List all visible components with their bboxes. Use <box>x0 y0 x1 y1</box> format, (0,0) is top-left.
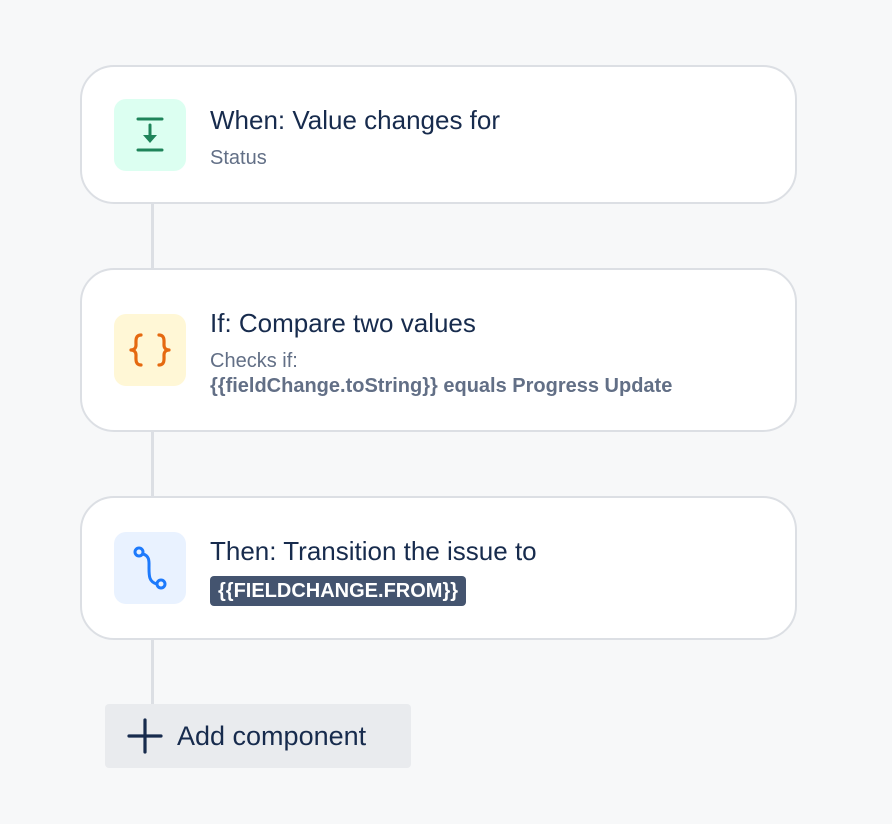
smart-value-chip: {{FIELDCHANGE.FROM}} <box>210 576 467 606</box>
transition-path-icon <box>133 546 167 590</box>
condition-detail: {{fieldChange.toString}} equals Progress… <box>210 375 673 397</box>
condition-subtitle: Checks if: <box>210 350 298 372</box>
plus-icon <box>127 718 163 754</box>
add-component-label: Add component <box>177 720 367 751</box>
curly-braces-icon <box>129 333 171 367</box>
connector-line <box>151 203 154 269</box>
trigger-card[interactable]: When: Value changes for Status <box>80 65 797 204</box>
trigger-subtitle: Status <box>210 147 267 169</box>
condition-icon-tile <box>114 314 186 386</box>
action-card[interactable]: Then: Transition the issue to {{FIELDCHA… <box>80 496 797 640</box>
connector-line <box>151 431 154 497</box>
trigger-title: When: Value changes for <box>210 105 501 135</box>
condition-title: If: Compare two values <box>210 308 476 338</box>
add-component-button[interactable]: Add component <box>105 704 411 768</box>
connector-line <box>151 639 154 704</box>
action-title: Then: Transition the issue to <box>210 536 537 566</box>
action-icon-tile <box>114 532 186 604</box>
condition-card[interactable]: If: Compare two values Checks if: {{fiel… <box>80 268 797 432</box>
trigger-icon-tile <box>114 99 186 171</box>
download-arrow-icon <box>136 117 164 152</box>
